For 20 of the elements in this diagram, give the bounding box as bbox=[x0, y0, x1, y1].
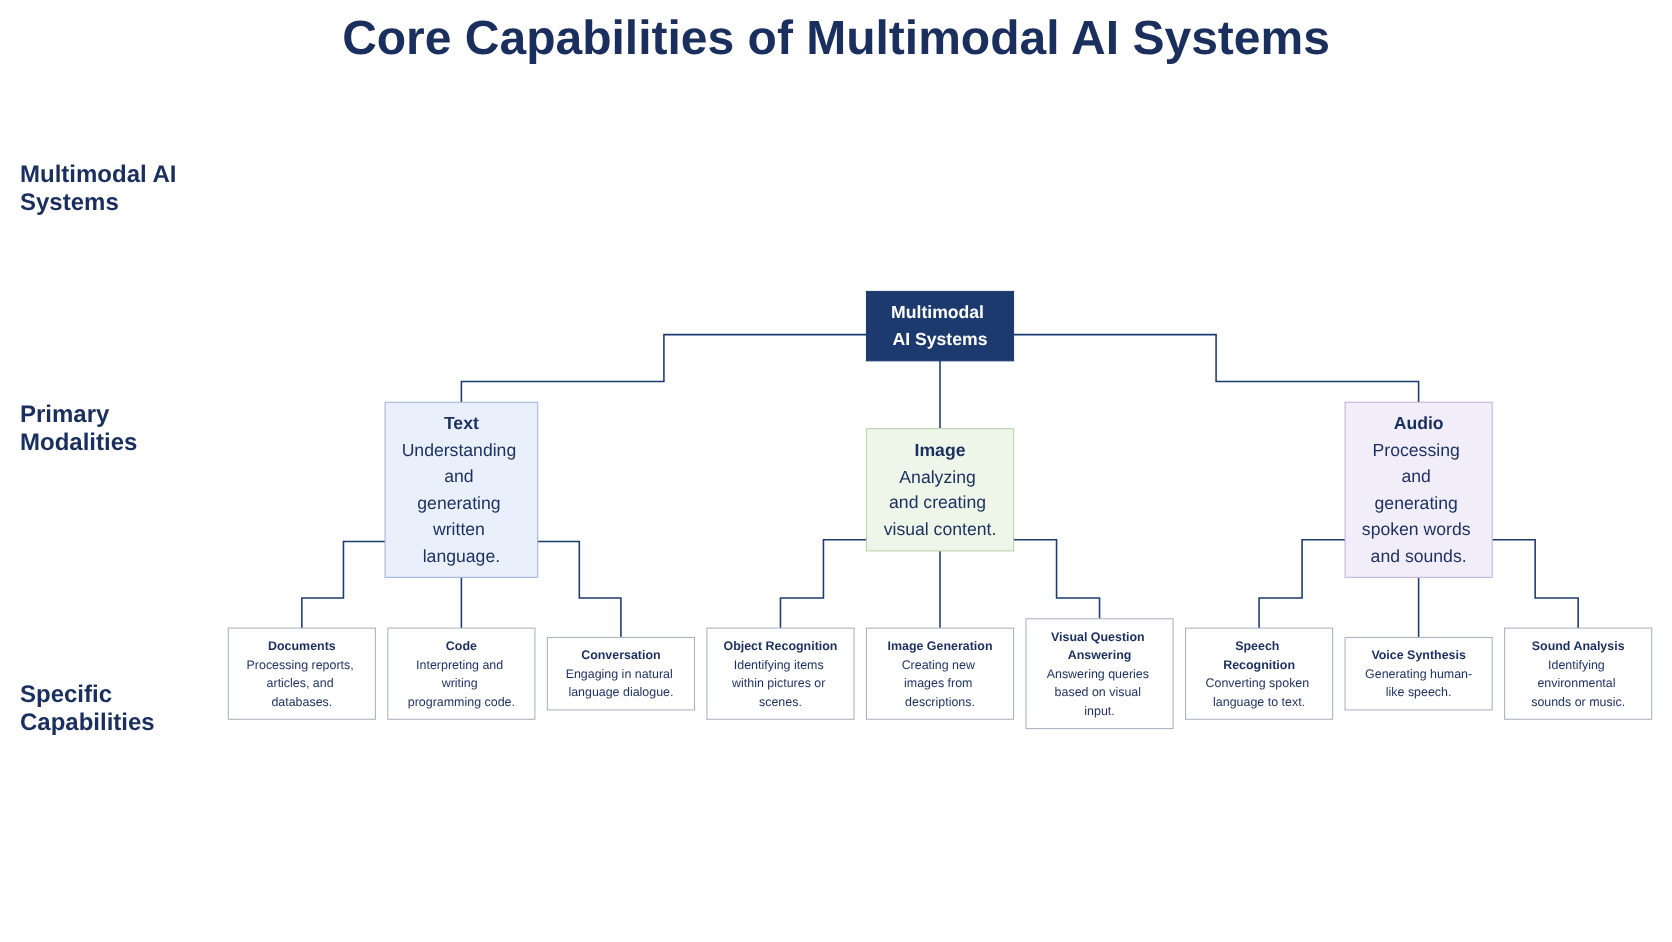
connector bbox=[460, 333, 868, 404]
connector bbox=[1012, 538, 1101, 620]
node-box: Image Analyzing and creating visual content. bbox=[865, 428, 1015, 552]
level-label: Multimodal AI Systems bbox=[20, 160, 179, 216]
level-label: Primary Modalities bbox=[20, 400, 140, 456]
connector bbox=[939, 550, 941, 629]
node-box: Text Understanding and generating written language. bbox=[384, 401, 539, 578]
level-label: Specific Capabilities bbox=[20, 680, 157, 736]
node-box: Audio Processing and generating spoken words and sounds. bbox=[1344, 401, 1493, 578]
connector bbox=[939, 360, 941, 430]
connector bbox=[460, 576, 463, 629]
connector bbox=[1012, 333, 1420, 404]
connector bbox=[1417, 576, 1420, 639]
connector bbox=[1258, 538, 1346, 629]
connector bbox=[536, 540, 622, 639]
connector bbox=[1491, 538, 1579, 629]
diagram-title: Core Capabilities of Multimodal AI Systems bbox=[342, 12, 1330, 68]
connector bbox=[301, 540, 386, 629]
connector bbox=[779, 538, 868, 629]
node-box: Multimodal AI Systems bbox=[865, 290, 1015, 362]
